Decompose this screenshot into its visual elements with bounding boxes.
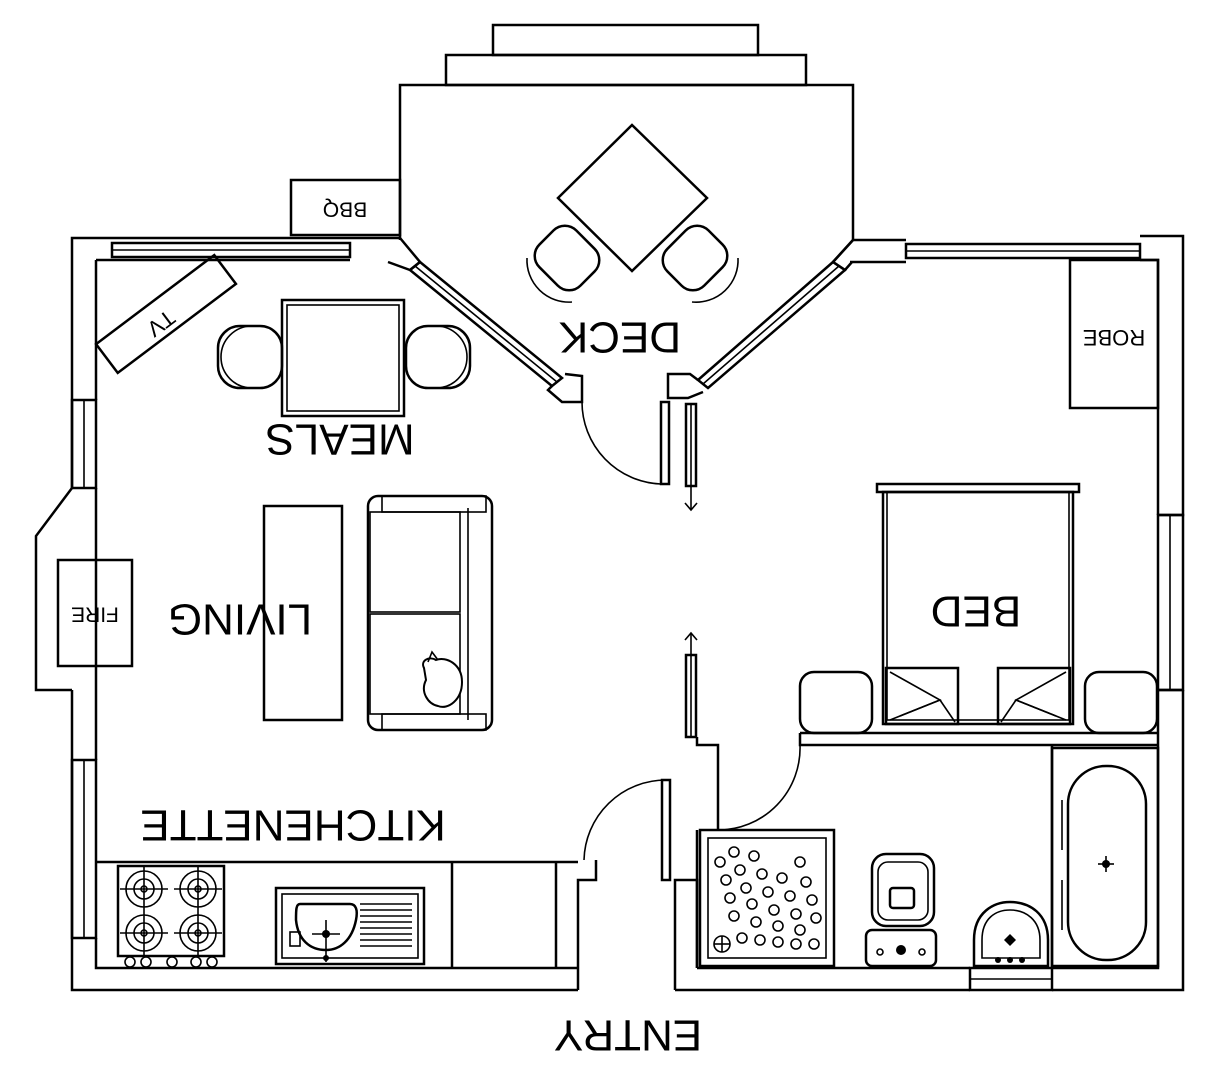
kitchenette-label: KITCHENETTE (140, 800, 446, 849)
meals-chair-left (216, 324, 284, 390)
deck-door[interactable] (581, 400, 671, 486)
entry-label: ENTRY (554, 1010, 702, 1059)
bed (875, 482, 1081, 726)
bath-drain (1098, 856, 1114, 872)
tv-label: TV (142, 305, 180, 342)
meals-chair-right (404, 324, 472, 390)
bedroom-bathroom-partition (695, 731, 1158, 968)
meals-label: MEALS (265, 414, 414, 463)
tv: TV (94, 253, 238, 375)
toilet (864, 852, 938, 968)
deck-angled-wall-left (350, 236, 584, 404)
living-label: LIVING (168, 594, 312, 643)
bedside-table-right (1083, 670, 1159, 735)
bedroom-sliding-door-upper[interactable] (684, 402, 698, 512)
cat-icon (422, 650, 464, 708)
kitchen-bench (96, 860, 578, 968)
bathroom-vanity (972, 900, 1050, 968)
bbq-label: BBQ (323, 197, 367, 220)
deck-label: DECK (559, 312, 681, 361)
bedroom-sliding-door-lower[interactable] (684, 631, 698, 739)
bed-label: BED (931, 586, 1021, 635)
bathroom-door[interactable] (717, 744, 801, 831)
window-top-left (110, 241, 352, 259)
deck-angled-wall-right (666, 239, 854, 400)
coffee-table (262, 504, 344, 722)
robe-label: ROBE (1083, 325, 1145, 350)
deck-chair-left (526, 224, 601, 303)
deck-table (556, 123, 709, 273)
sofa (366, 494, 494, 732)
fire-label: FIRE (71, 602, 119, 625)
cooktop (116, 864, 226, 968)
entry-door[interactable] (583, 778, 672, 882)
deck-chair-right (661, 224, 739, 303)
fireplace: FIRE (56, 558, 134, 668)
bedside-table-left (798, 670, 874, 735)
deck-steps (444, 23, 808, 87)
bathtub (1050, 746, 1160, 968)
bbq: BBQ (289, 178, 402, 237)
meals-table (280, 298, 406, 418)
wardrobe: ROBE (1068, 258, 1160, 410)
window-top-right (904, 242, 1142, 260)
kitchen-sink (274, 886, 426, 966)
shower (698, 828, 836, 968)
deck-outline (398, 83, 855, 240)
